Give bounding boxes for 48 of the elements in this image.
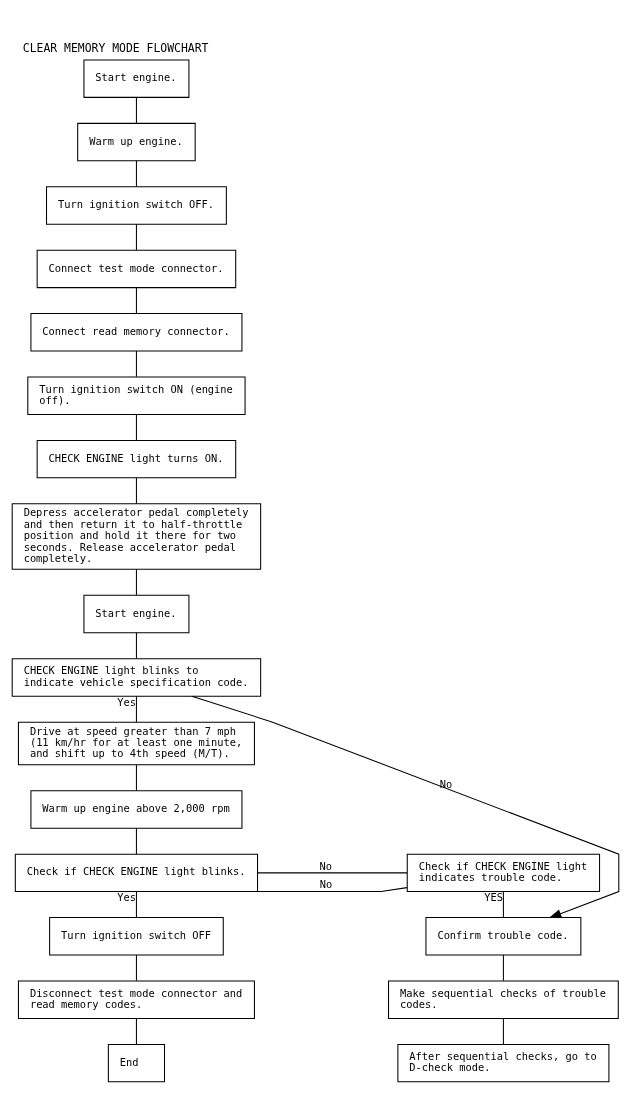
node-box: After sequential checks, go to D-check mode. bbox=[397, 1043, 610, 1082]
connector bbox=[135, 477, 137, 504]
edge-label: YES bbox=[484, 890, 503, 903]
node-box: Check if CHECK ENGINE light indicates trouble code. bbox=[406, 853, 601, 892]
connector bbox=[135, 1017, 137, 1045]
connector bbox=[135, 827, 137, 854]
diagram-title: CLEAR MEMORY MODE FLOWCHART bbox=[22, 40, 209, 55]
node-box: End bbox=[107, 1043, 165, 1082]
connector bbox=[502, 890, 504, 918]
node-box: Turn ignition switch OFF bbox=[49, 916, 224, 956]
connector bbox=[135, 350, 137, 377]
node-box: Depress accelerator pedal completely and then return it to half-throttle position and hold it there for two seconds. Release accelerator pedal completely. bbox=[11, 502, 262, 570]
connector bbox=[135, 954, 137, 981]
connector bbox=[135, 96, 137, 124]
node-box: Disconnect test mode connector and read memory codes. bbox=[17, 980, 255, 1019]
node-box: Start engine. bbox=[83, 594, 190, 633]
connector bbox=[135, 695, 137, 723]
node-box: Check if CHECK ENGINE light blinks. bbox=[14, 853, 259, 892]
node-box: Start engine. bbox=[83, 58, 190, 98]
node-box: Make sequential checks of trouble codes. bbox=[388, 980, 619, 1019]
edge-label: Yes bbox=[117, 695, 136, 708]
connector bbox=[135, 286, 137, 314]
node-box: CHECK ENGINE light turns ON. bbox=[36, 439, 237, 478]
node-box: Confirm trouble code. bbox=[425, 916, 582, 956]
edge-label: No bbox=[319, 877, 333, 890]
connector bbox=[135, 890, 137, 918]
node-box: Drive at speed greater than 7 mph (11 km/hr for at least one minute, and shift up to 4th speed (M/T). bbox=[17, 721, 255, 765]
node-box: Turn ignition switch ON (engine off). bbox=[27, 376, 246, 415]
node-box: Turn ignition switch OFF. bbox=[46, 185, 227, 225]
node-box: CHECK ENGINE light blinks to indicate vehicle specification code. bbox=[11, 657, 262, 697]
edge-label: Yes bbox=[117, 890, 136, 903]
connector bbox=[135, 568, 137, 595]
connector bbox=[502, 954, 504, 981]
node-box: Connect read memory connector. bbox=[30, 312, 243, 352]
connector bbox=[135, 223, 137, 250]
node-box: Warm up engine above 2,000 rpm bbox=[30, 789, 243, 829]
connector bbox=[502, 1017, 504, 1045]
node-box: Connect test mode connector. bbox=[36, 249, 237, 288]
arrow bbox=[191, 695, 620, 918]
connector bbox=[135, 413, 137, 441]
connector bbox=[135, 764, 137, 791]
connector bbox=[135, 159, 137, 187]
connector bbox=[135, 631, 137, 659]
edge-label: No bbox=[319, 859, 332, 872]
edge-label: No bbox=[439, 777, 453, 790]
connector bbox=[257, 886, 408, 892]
connector bbox=[257, 871, 408, 873]
node-box: Warm up engine. bbox=[77, 122, 196, 161]
